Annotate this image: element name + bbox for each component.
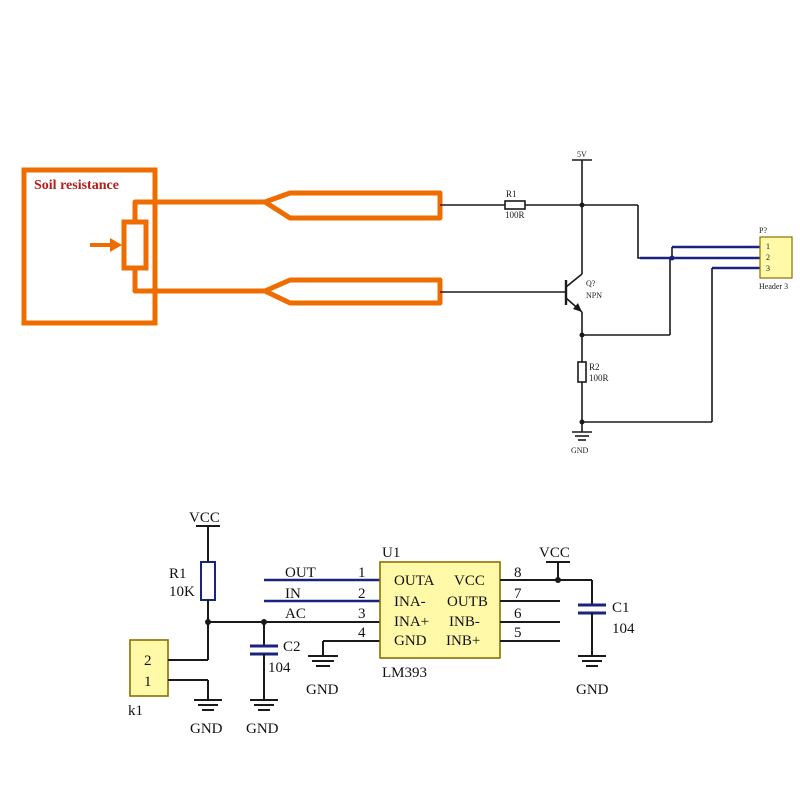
ic-pin-inb-plus: INB+ xyxy=(446,633,480,649)
c2-value: 104 xyxy=(268,660,291,676)
pin-num-7: 7 xyxy=(514,586,522,602)
c1-value: 104 xyxy=(612,621,635,637)
k1-pin-2: 2 xyxy=(144,653,152,669)
ic-pin-ina-plus: INA+ xyxy=(394,614,429,630)
gnd-k1-label: GND xyxy=(190,721,223,737)
c2-ref: C2 xyxy=(283,639,301,655)
gnd-c1-label: GND xyxy=(576,682,609,698)
r1-value: 100R xyxy=(505,210,525,220)
r1-10k-resistor xyxy=(200,561,216,601)
probe-lower xyxy=(132,268,443,306)
probe-upper xyxy=(132,190,443,222)
ic-pin-outb: OUTB xyxy=(447,594,488,610)
soil-resistance-label: Soil resistance xyxy=(34,178,119,193)
vcc-left-label: VCC xyxy=(189,510,220,526)
header-ref: P? xyxy=(759,226,767,235)
pin-num-1: 1 xyxy=(358,565,366,581)
r2-ref: R2 xyxy=(589,362,600,372)
r1-ref: R1 xyxy=(506,189,517,199)
header-name: Header 3 xyxy=(759,282,788,291)
pin-num-5: 5 xyxy=(514,625,522,641)
junction-dot xyxy=(555,577,561,583)
gnd-pin4-label: GND xyxy=(306,682,339,698)
ic-pin-vcc: VCC xyxy=(454,573,485,589)
bottom-r1-ref: R1 xyxy=(169,566,187,582)
header-pin-2: 2 xyxy=(766,253,770,262)
lm393-ic[interactable] xyxy=(379,561,501,659)
q-type: NPN xyxy=(586,291,602,300)
ic-pin-inb-minus: INB- xyxy=(449,614,480,630)
wire-bus-1 xyxy=(637,205,672,259)
npn-emitter-arrow-icon xyxy=(573,303,582,312)
pin-num-2: 2 xyxy=(358,586,366,602)
vcc-right-label: VCC xyxy=(539,545,570,561)
k1-pin-1: 1 xyxy=(144,674,152,690)
k1-connector[interactable] xyxy=(129,639,169,697)
supply-5v-label: 5V xyxy=(577,150,587,159)
junction-dot xyxy=(579,202,585,208)
soil-resistor-symbol xyxy=(121,219,149,271)
ic-part-number: LM393 xyxy=(382,665,427,681)
ic-ref: U1 xyxy=(382,545,400,561)
pin-num-3: 3 xyxy=(358,606,366,622)
junction-dot xyxy=(669,255,675,261)
net-label-out: OUT xyxy=(285,565,316,581)
resistor-arrow-icon xyxy=(110,238,122,252)
header-3-connector[interactable] xyxy=(759,236,793,279)
c1-ref: C1 xyxy=(612,600,630,616)
ic-pin-outa: OUTA xyxy=(394,573,435,589)
k1-ref: k1 xyxy=(128,703,143,719)
net-label-in: IN xyxy=(285,586,301,602)
r2-100r-resistor xyxy=(577,361,587,383)
ic-pin-gnd: GND xyxy=(394,633,427,649)
q-ref: Q? xyxy=(586,279,596,288)
pin-num-4: 4 xyxy=(358,625,366,641)
soil-resistance-box xyxy=(21,167,158,326)
npn-collector-line xyxy=(565,273,583,288)
header-pin-3: 3 xyxy=(766,264,770,273)
r1-100r-resistor xyxy=(504,200,526,210)
bottom-r1-value: 10K xyxy=(169,584,195,600)
gnd-c2-label: GND xyxy=(246,721,279,737)
header-pin-1: 1 xyxy=(766,242,770,251)
top-gnd-label: GND xyxy=(571,446,589,455)
pin-num-6: 6 xyxy=(514,606,522,622)
pin-num-8: 8 xyxy=(514,565,522,581)
net-label-ac: AC xyxy=(285,606,306,622)
r2-value: 100R xyxy=(589,373,609,383)
ic-pin-ina-minus: INA- xyxy=(394,594,426,610)
